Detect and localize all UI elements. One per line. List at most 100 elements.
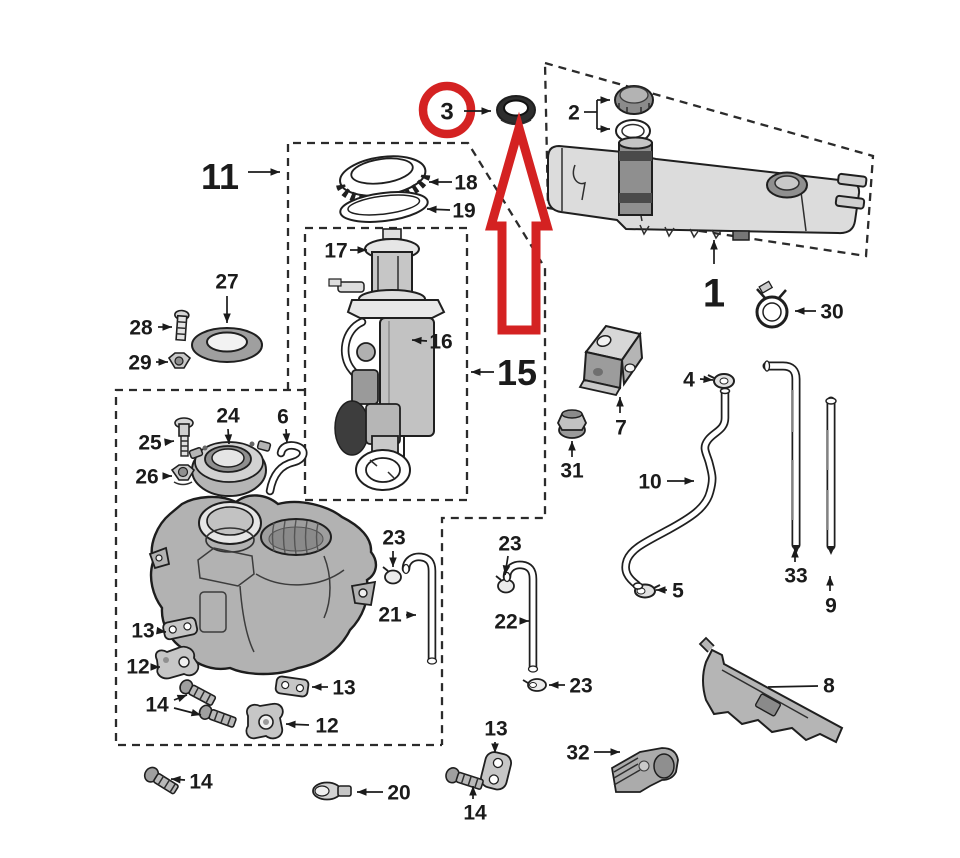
- part-1-reservoir-tank: [547, 136, 868, 241]
- part-label-4: 4: [683, 369, 695, 392]
- part-13-bracket: [480, 751, 512, 791]
- part-9-tube: [825, 396, 837, 555]
- part-label-12: 12: [315, 715, 338, 738]
- part-label-13: 13: [131, 620, 154, 643]
- leader-arrowhead-18: [429, 178, 439, 186]
- leader-arrowhead-21: [406, 611, 416, 619]
- part-label-15: 15: [497, 352, 537, 393]
- part-label-23: 23: [569, 675, 592, 698]
- leader-arrowhead-29: [158, 358, 168, 366]
- part-8-support-bracket: [698, 636, 844, 744]
- part-32-pump-support: [611, 747, 679, 793]
- part-label-6: 6: [277, 406, 289, 429]
- part-label-17: 17: [324, 240, 347, 263]
- part-12-bracket: [154, 645, 200, 680]
- part-label-8: 8: [823, 675, 835, 698]
- leader-arrowhead-4: [703, 375, 713, 384]
- leader-arrowhead-24: [224, 434, 233, 444]
- part-label-27: 27: [215, 271, 238, 294]
- part-3-seal-ring: [496, 95, 536, 126]
- part-label-3: 3: [440, 99, 453, 126]
- part-label-5: 5: [672, 580, 684, 603]
- leader-arrowhead-27: [223, 313, 231, 323]
- part-label-19: 19: [452, 200, 475, 223]
- part-12-bracket: [245, 702, 284, 740]
- part-label-7: 7: [615, 417, 627, 440]
- part-label-9: 9: [825, 595, 837, 618]
- part-14-bolt: [143, 766, 179, 795]
- leader-arrowhead-20: [357, 788, 367, 796]
- part-label-26: 26: [135, 466, 158, 489]
- part-label-28: 28: [129, 317, 153, 340]
- part-5-clamp: [634, 583, 661, 599]
- part-label-24: 24: [216, 405, 240, 428]
- part-19-seal-ring: [339, 191, 429, 223]
- part-13-bracket: [162, 616, 199, 641]
- leader-arrowhead-10: [684, 477, 694, 485]
- part-label-29: 29: [128, 352, 151, 375]
- leader-arrowhead-14: [176, 694, 187, 702]
- part-label-22: 22: [494, 611, 517, 634]
- leader-arrowhead-33: [791, 548, 799, 558]
- part-label-18: 18: [454, 172, 478, 195]
- part-label-14: 14: [189, 771, 213, 794]
- leader-arrowhead-14: [469, 786, 477, 796]
- part-10-hose: [621, 387, 731, 590]
- leader-arrowhead-13: [491, 743, 499, 753]
- part-label-31: 31: [560, 460, 584, 483]
- leader-arrowhead-6: [282, 433, 291, 443]
- part-18-lock-ring: [336, 155, 431, 205]
- part-label-32: 32: [566, 742, 589, 765]
- fuel-tank-body: [148, 494, 378, 676]
- part-label-2: 2: [568, 102, 580, 125]
- leader-line-8: [767, 685, 819, 688]
- part-14-bolt: [179, 679, 217, 706]
- leader-arrowhead-2: [600, 125, 610, 133]
- group-box-fuel-tank: [114, 388, 442, 747]
- part-2-cap-and-seal: [614, 85, 654, 143]
- part-label-14: 14: [145, 694, 169, 717]
- part-label-23: 23: [498, 533, 521, 556]
- leader-arrowhead-2: [600, 96, 610, 104]
- part-13-bracket: [274, 675, 310, 698]
- part-30-clamp: [755, 280, 789, 329]
- leader-arrowhead-1: [710, 240, 718, 250]
- part-7-bracket: [578, 324, 644, 397]
- leader-arrowhead-13: [312, 683, 322, 691]
- part-14-bolt: [198, 704, 237, 728]
- leader-arrowhead-26: [162, 472, 172, 480]
- part-label-14: 14: [463, 802, 487, 825]
- highlight-arrow-up: [485, 111, 553, 335]
- leader-arrowhead-7: [616, 397, 624, 407]
- leader-arrowhead-31: [568, 441, 576, 451]
- leader-arrowhead-5: [656, 586, 666, 594]
- group-box-part-1: [543, 61, 875, 258]
- leader-arrowhead-17: [357, 246, 367, 254]
- part-label-21: 21: [378, 604, 402, 627]
- part-6-vent-hose: [265, 441, 308, 496]
- part-label-20: 20: [387, 782, 410, 805]
- leader-arrowhead-3: [481, 107, 491, 115]
- part-21-hose: [401, 552, 438, 665]
- leader-arrowhead-19: [427, 205, 437, 214]
- part-25-screw: [174, 417, 194, 457]
- part-label-30: 30: [820, 301, 843, 324]
- leader-arrowhead-12: [150, 663, 160, 671]
- part-label-12: 12: [126, 656, 149, 679]
- part-label-33: 33: [784, 565, 807, 588]
- part-26-nut: [170, 464, 196, 486]
- part-label-1: 1: [703, 271, 725, 315]
- part-label-23: 23: [382, 527, 405, 550]
- part-33-tube: [762, 360, 801, 555]
- part-23-clamp: [382, 566, 402, 585]
- leader-arrowhead-22: [519, 617, 529, 625]
- part-27-washer: [191, 327, 263, 363]
- leader-arrowhead-15: [471, 368, 481, 376]
- part-label-13: 13: [332, 677, 355, 700]
- leader-arrowhead-13: [156, 626, 166, 635]
- leader-arrowhead-23: [549, 681, 559, 689]
- part-4-clamp: [707, 373, 735, 389]
- leader-arrowhead-14: [190, 708, 201, 717]
- highlight-annotation: [418, 81, 553, 335]
